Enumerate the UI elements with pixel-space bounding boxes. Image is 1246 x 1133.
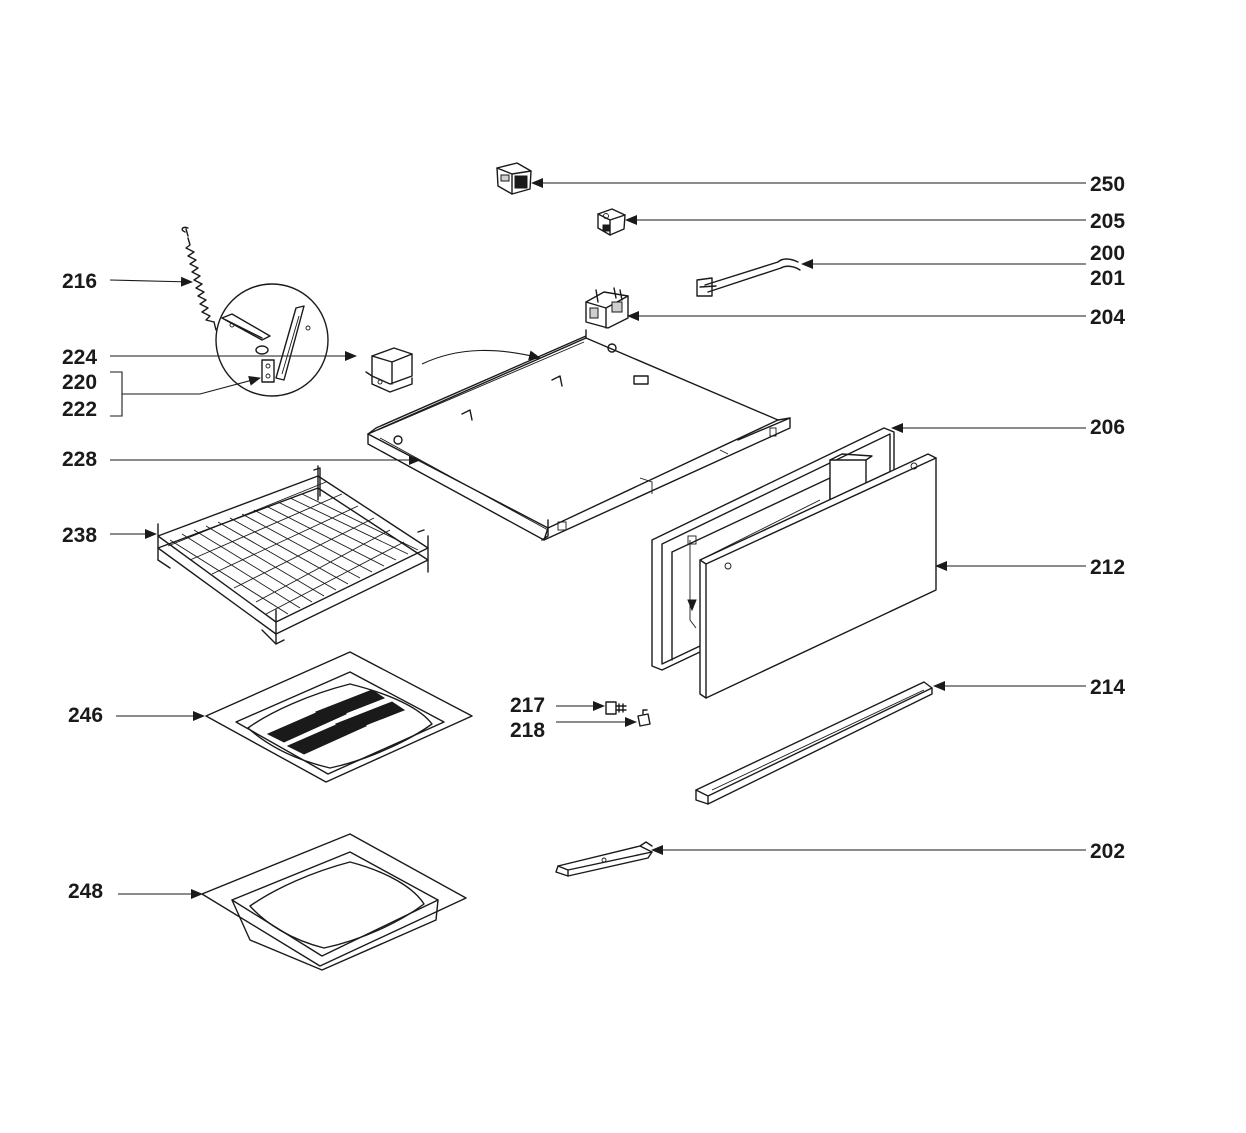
callout-201: 201	[1090, 267, 1125, 290]
part-hinge-detail	[215, 283, 329, 397]
callout-204: 204	[1090, 306, 1125, 329]
callout-220: 220	[62, 371, 97, 394]
part-204-switch	[585, 287, 629, 329]
part-228-base-tray	[367, 329, 791, 541]
callout-248: 248	[68, 880, 103, 903]
callout-206: 206	[1090, 416, 1125, 439]
part-238-wire-rack	[157, 465, 429, 645]
part-214-trim-strip	[695, 681, 933, 805]
callout-228: 228	[62, 448, 97, 471]
callout-222: 222	[62, 398, 97, 421]
callout-218: 218	[510, 719, 545, 742]
part-217-218-screws	[605, 701, 651, 727]
part-205-clip	[597, 208, 626, 236]
callout-224: 224	[62, 346, 97, 369]
part-250-connector	[496, 162, 532, 195]
callout-217: 217	[510, 694, 545, 717]
callout-202: 202	[1090, 840, 1125, 863]
part-216-spring	[181, 226, 217, 331]
part-200-201-sensor-probe	[696, 258, 801, 297]
callout-246: 246	[68, 704, 103, 727]
leader-lines	[109, 178, 1086, 899]
callout-205: 205	[1090, 210, 1125, 233]
callout-200: 200	[1090, 242, 1125, 265]
part-212-door-panel	[699, 453, 937, 699]
part-relay-block	[365, 347, 413, 393]
callout-250: 250	[1090, 173, 1125, 196]
part-248-solid-pan	[201, 833, 467, 971]
part-246-perforated-pan	[205, 651, 473, 783]
callout-216: 216	[62, 270, 97, 293]
callout-238: 238	[62, 524, 97, 547]
part-202-hinge-bar	[555, 841, 653, 877]
callout-212: 212	[1090, 556, 1125, 579]
callout-214: 214	[1090, 676, 1125, 699]
